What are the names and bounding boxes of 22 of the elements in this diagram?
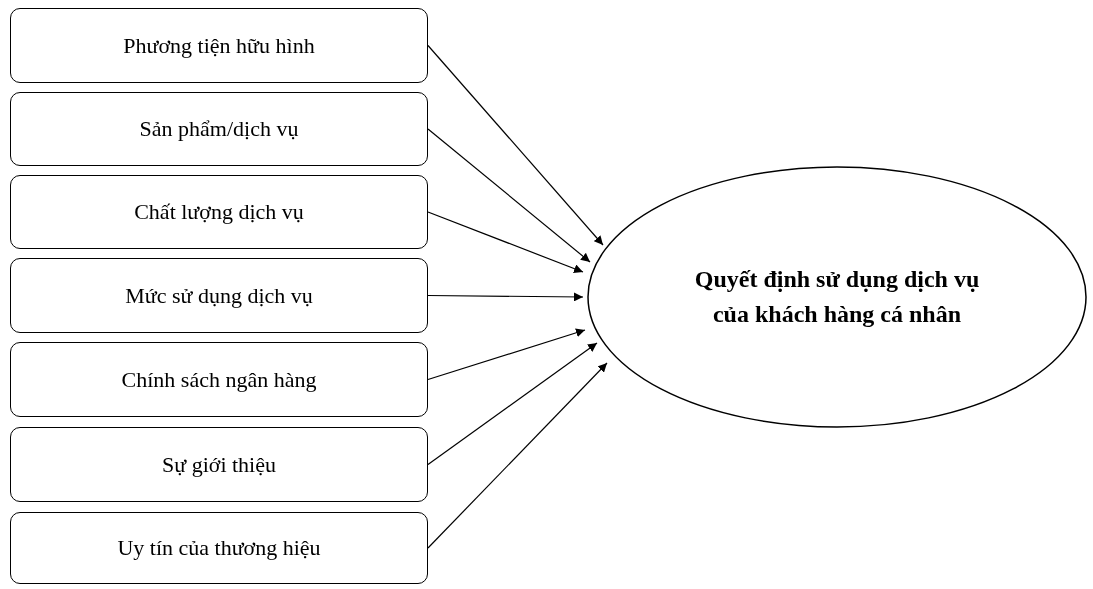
arrow	[427, 328, 586, 381]
arrow	[427, 211, 584, 273]
factor-label: Phương tiện hữu hình	[123, 32, 315, 59]
arrow	[427, 292, 584, 302]
arrow	[427, 362, 608, 549]
arrow	[427, 128, 591, 263]
arrow	[427, 44, 604, 246]
factor-box	[10, 427, 428, 502]
factor-box	[10, 258, 428, 333]
factor-box	[10, 512, 428, 584]
factor-label: Chất lượng dịch vụ	[134, 199, 304, 225]
factor-label: Sự giới thiệu	[162, 451, 276, 478]
arrow	[427, 342, 598, 466]
factor-box	[10, 8, 428, 83]
factor-label: Sản phẩm/dịch vụ	[139, 116, 299, 142]
factor-box	[10, 175, 428, 249]
factor-box	[10, 92, 428, 166]
factor-label: Uy tín của thương hiệu	[117, 535, 321, 561]
factor-label: Chính sách ngân hàng	[121, 366, 317, 393]
outcome-label: Quyết định sử dụng dịch vụ của khách hàng cá nhân	[693, 265, 981, 329]
factor-label: Mức sử dụng dịch vụ	[125, 282, 313, 309]
factor-box	[10, 342, 428, 417]
